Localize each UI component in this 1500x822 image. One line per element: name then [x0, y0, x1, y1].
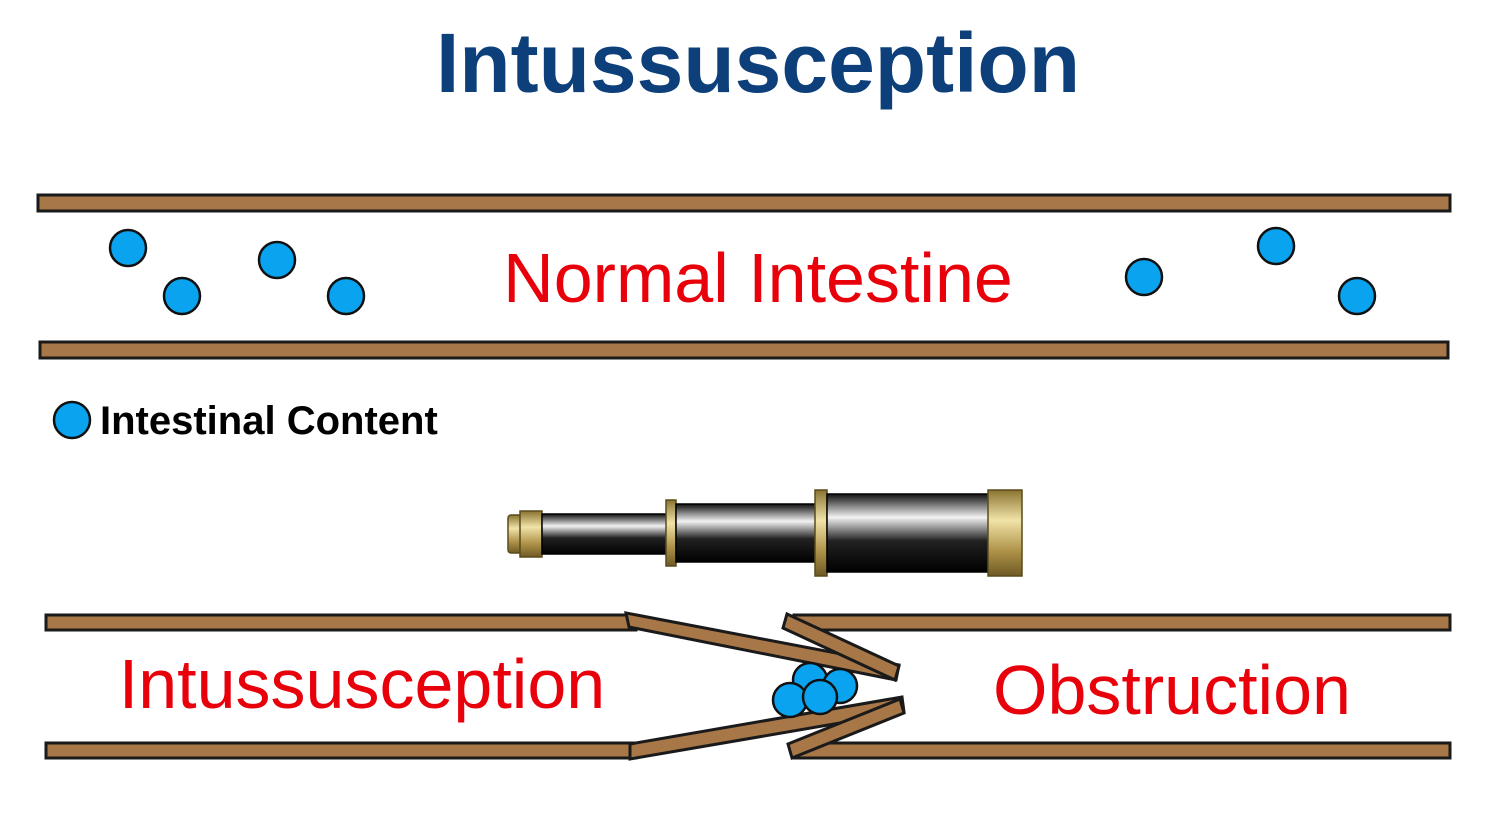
content-dot — [1124, 257, 1164, 297]
obstruction-label: Obstruction — [993, 651, 1351, 729]
intestinal-content-dots — [108, 226, 1377, 316]
trapped-content — [771, 661, 859, 719]
content-dot — [108, 228, 148, 268]
page-title: Intussusception — [436, 16, 1080, 110]
content-dot — [1337, 276, 1377, 316]
content-dot — [1256, 226, 1296, 266]
content-dot — [162, 276, 202, 316]
content-dot — [257, 240, 297, 280]
intestine-wall-top — [36, 193, 1452, 213]
telescoped-wall-inner-bottom — [786, 696, 906, 761]
intestine-wall-bottom — [38, 340, 1450, 360]
intussusception-label: Intussusception — [119, 645, 605, 723]
legend-label: Intestinal Content — [100, 399, 438, 443]
telescoped-wall-inner-top — [781, 611, 901, 683]
legend: Intestinal Content — [52, 399, 438, 443]
intestine-wall-bottom-right — [792, 741, 1452, 760]
content-dot — [326, 276, 366, 316]
intussusception-intestine: Intussusception Obstruction — [44, 611, 1452, 761]
normal-intestine: Normal Intestine — [36, 193, 1452, 360]
intestine-wall-bottom-left — [44, 741, 638, 760]
telescope-icon — [507, 489, 1023, 577]
intestine-wall-top-right — [792, 613, 1452, 632]
normal-intestine-label: Normal Intestine — [503, 239, 1013, 317]
content-dot — [801, 678, 839, 716]
intestine-wall-top-left — [44, 613, 638, 632]
intestinal-content-icon — [52, 400, 92, 440]
content-dot — [771, 681, 809, 719]
